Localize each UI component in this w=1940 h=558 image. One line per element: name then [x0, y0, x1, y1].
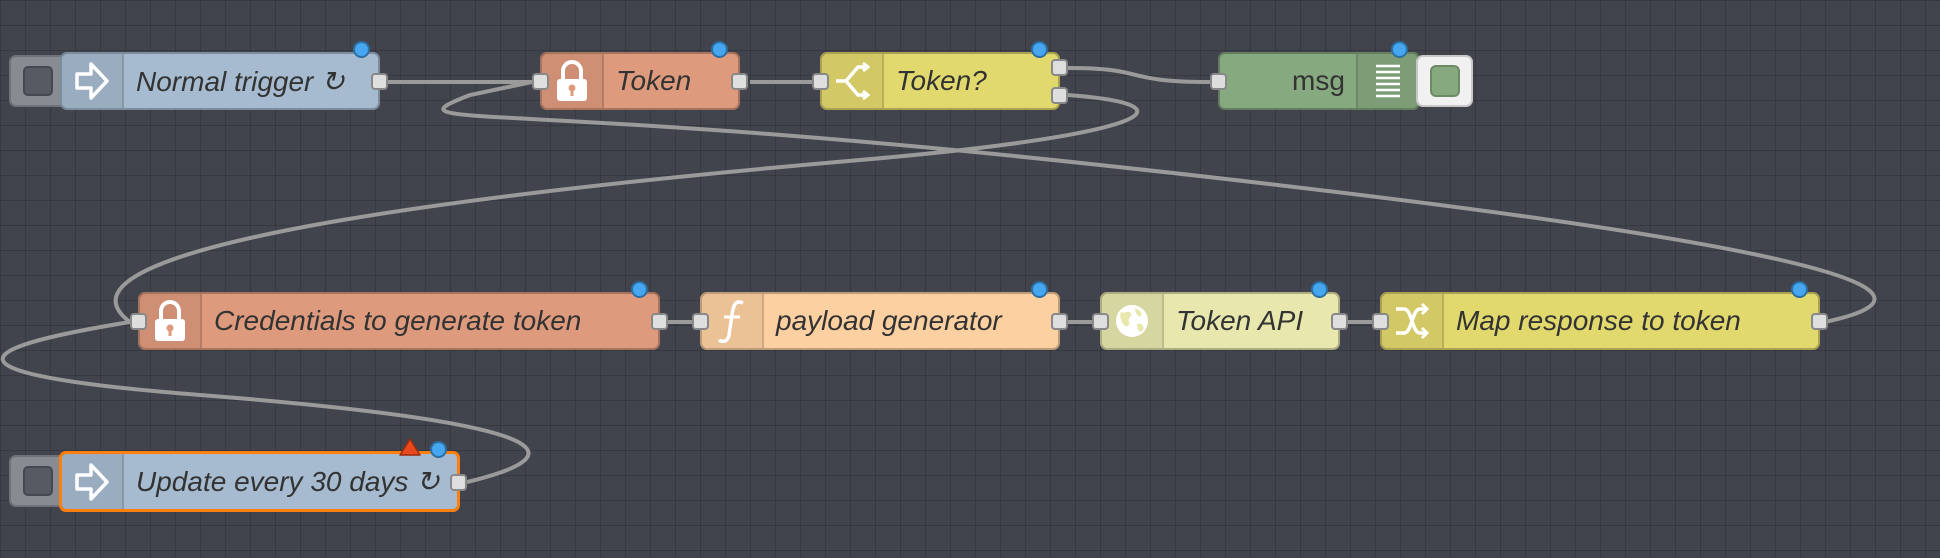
- wire-map-response-to-token[interactable]: [441, 80, 1877, 324]
- node-token-api[interactable]: Token API: [1092, 281, 1348, 350]
- arrow-right-icon: [62, 54, 124, 108]
- output-port[interactable]: [371, 73, 388, 90]
- changed-indicator-dot: [353, 41, 370, 58]
- output-port[interactable]: [651, 313, 668, 330]
- lock-icon: [140, 294, 202, 348]
- output-port[interactable]: [450, 474, 467, 491]
- output-port[interactable]: [731, 73, 748, 90]
- debug-toggle-button[interactable]: [1416, 55, 1473, 107]
- changed-indicator-dot: [1311, 281, 1328, 298]
- input-port[interactable]: [1092, 313, 1109, 330]
- changed-indicator-dot: [1031, 281, 1048, 298]
- wire-token-switch-to-credentials[interactable]: [113, 93, 1140, 324]
- function-icon: [702, 294, 764, 348]
- output-port-2[interactable]: [1051, 87, 1068, 104]
- node-update-every-30-days[interactable]: Update every 30 days ↻: [59, 438, 467, 512]
- output-port[interactable]: [1051, 313, 1068, 330]
- input-port[interactable]: [532, 73, 549, 90]
- node-label: msg: [1292, 65, 1345, 96]
- input-port[interactable]: [1210, 73, 1227, 90]
- node-normal-trigger[interactable]: Normal trigger ↻: [60, 41, 388, 110]
- changed-indicator-dot: [1791, 281, 1808, 298]
- warning-icon: [399, 438, 421, 456]
- node-credentials[interactable]: Credentials to generate token: [130, 281, 668, 350]
- input-port[interactable]: [812, 73, 829, 90]
- input-port[interactable]: [1372, 313, 1389, 330]
- node-label: Map response to token: [1456, 305, 1741, 336]
- output-port[interactable]: [1811, 313, 1828, 330]
- node-label: Credentials to generate token: [214, 305, 582, 336]
- input-port[interactable]: [692, 313, 709, 330]
- node-label: Token: [616, 65, 692, 96]
- wire-update-to-credentials[interactable]: [0, 320, 531, 484]
- node-map-response[interactable]: Map response to token: [1372, 281, 1828, 350]
- output-port-1[interactable]: [1051, 59, 1068, 76]
- output-port[interactable]: [1331, 313, 1348, 330]
- changed-indicator-dot: [711, 41, 728, 58]
- node-msg-debug[interactable]: msg: [1210, 41, 1420, 110]
- node-token[interactable]: Token: [532, 41, 748, 110]
- inject-button[interactable]: [9, 55, 67, 107]
- node-token-switch[interactable]: Token?: [812, 41, 1068, 110]
- switch-icon: [822, 54, 884, 108]
- wire-token-switch-to-msg[interactable]: [1067, 66, 1211, 84]
- node-label: Token API: [1176, 305, 1304, 336]
- node-label: Normal trigger ↻: [136, 65, 345, 97]
- inject-button-face: [23, 466, 53, 496]
- changed-indicator-dot: [430, 441, 447, 458]
- node-label: Update every 30 days ↻: [136, 466, 440, 497]
- node-label: Token?: [896, 65, 987, 96]
- changed-indicator-dot: [631, 281, 648, 298]
- debug-toggle-face: [1430, 65, 1460, 97]
- changed-indicator-dot: [1031, 41, 1048, 58]
- shuffle-icon: [1382, 294, 1444, 348]
- changed-indicator-dot: [1391, 41, 1408, 58]
- list-icon: [1356, 54, 1418, 108]
- inject-button-face: [23, 66, 53, 96]
- node-payload-generator[interactable]: payload generator: [692, 281, 1068, 350]
- input-port[interactable]: [130, 313, 147, 330]
- node-label: payload generator: [776, 305, 1002, 336]
- globe-icon: [1102, 294, 1164, 348]
- lock-icon: [542, 54, 604, 108]
- arrow-right-icon: [62, 454, 124, 509]
